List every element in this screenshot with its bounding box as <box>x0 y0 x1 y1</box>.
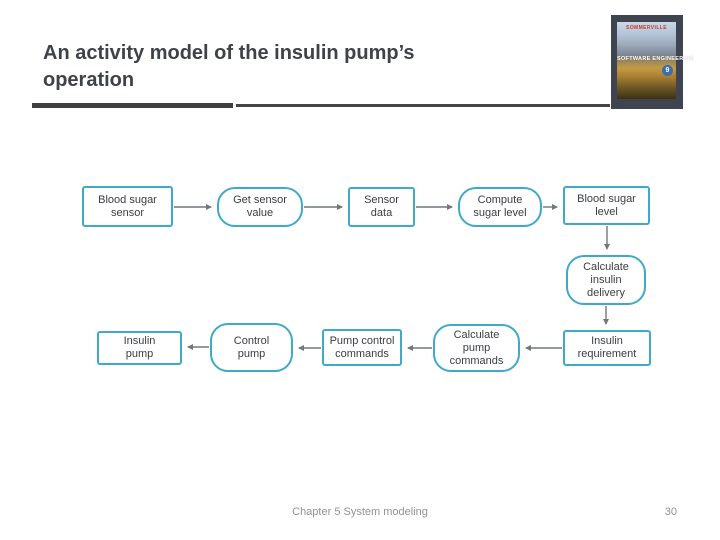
node-label: Calculate pump commands <box>449 328 504 367</box>
book-cover-edition-badge: 9 <box>662 65 673 76</box>
page-title: An activity model of the insulin pump’s … <box>43 40 583 94</box>
page-number: 30 <box>664 506 677 518</box>
node-calculate-pump-commands: Calculate pump commands <box>433 324 520 372</box>
node-label: Get sensor value <box>233 194 287 219</box>
node-control-pump: Control pump <box>210 323 293 372</box>
title-underline-thin <box>236 104 610 107</box>
node-label: Compute sugar level <box>473 194 527 219</box>
node-pump-control-commands: Pump control commands <box>322 329 402 366</box>
node-insulin-requirement: Insulin requirement <box>563 330 651 366</box>
node-label: Sensor data <box>364 194 399 219</box>
node-compute-sugar-level: Compute sugar level <box>458 187 542 227</box>
node-label: Control pump <box>233 334 270 360</box>
node-label: Insulin requirement <box>577 335 637 360</box>
node-insulin-pump: Insulin pump <box>97 331 182 365</box>
page-title-line1: An activity model of the insulin pump’s <box>43 42 415 64</box>
node-label: Pump control commands <box>329 334 395 360</box>
node-calculate-insulin-delivery: Calculate insulin delivery <box>566 255 646 305</box>
node-sensor-data: Sensor data <box>348 187 415 227</box>
book-cover-image: SOMMERVILLE SOFTWARE ENGINEERING 9 <box>611 15 695 109</box>
node-get-sensor-value: Get sensor value <box>217 187 303 227</box>
title-underline-thick <box>32 103 233 108</box>
node-label: Blood sugar level <box>577 192 636 218</box>
page-title-line2: operation <box>43 69 135 91</box>
book-cover-author: SOMMERVILLE <box>626 25 667 31</box>
node-label: Insulin pump <box>123 335 156 360</box>
node-label: Blood sugar sensor <box>98 193 157 219</box>
book-cover-title: SOFTWARE ENGINEERING <box>617 56 695 62</box>
node-label: Calculate insulin delivery <box>583 260 629 299</box>
node-blood-sugar-level: Blood sugar level <box>563 186 650 225</box>
book-cover-photo: SOMMERVILLE SOFTWARE ENGINEERING 9 <box>617 22 695 99</box>
footer-text: Chapter 5 System modeling <box>292 506 428 518</box>
node-blood-sugar-sensor: Blood sugar sensor <box>82 186 173 227</box>
